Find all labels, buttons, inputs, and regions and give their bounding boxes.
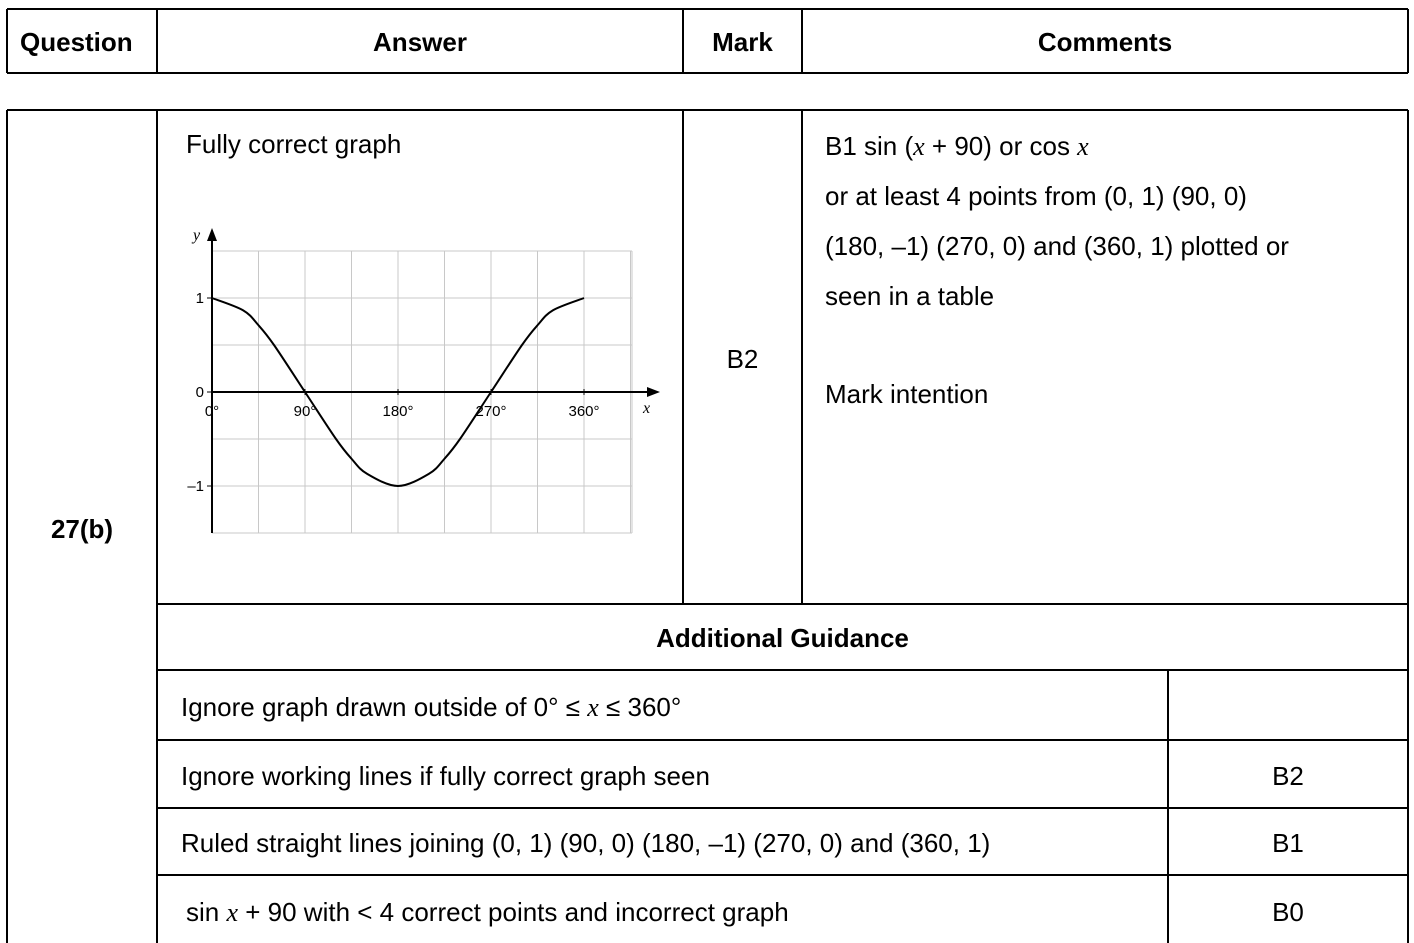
- x-tick-label: 270°: [475, 403, 506, 420]
- x-axis-label: x: [642, 400, 650, 417]
- answer-mark: B2: [726, 344, 759, 374]
- guidance-row-2-text: Ignore working lines if fully correct gr…: [181, 761, 710, 791]
- guidance-row-3-text: Ruled straight lines joining (0, 1) (90,…: [181, 828, 991, 858]
- guidance-row-2-mark: B2: [1272, 761, 1304, 791]
- guidance-row-4-mark: B0: [1272, 897, 1304, 927]
- header-answer: Answer: [373, 27, 467, 57]
- y-tick-labels: 1 0 –1: [187, 290, 212, 495]
- header-question: Question: [20, 27, 133, 57]
- x-axis-arrow: [647, 387, 660, 397]
- header-mark: Mark: [712, 27, 773, 57]
- comment-line-2: or at least 4 points from (0, 1) (90, 0): [825, 181, 1247, 211]
- y-tick-label: 0: [196, 384, 204, 401]
- header-comments: Comments: [1037, 27, 1173, 57]
- question-number: 27(b): [50, 514, 114, 544]
- comment-line-1: B1 sin (x + 90) or cos x: [825, 131, 1089, 161]
- guidance-row-1-text: Ignore graph drawn outside of 0° ≤ x ≤ 3…: [181, 692, 682, 722]
- x-tick-label: 0°: [205, 403, 219, 420]
- guidance-title: Additional Guidance: [656, 623, 909, 653]
- comment-line-3: (180, –1) (270, 0) and (360, 1) plotted …: [825, 231, 1289, 261]
- comment-line-4: seen in a table: [825, 281, 995, 311]
- comment-line-5: Mark intention: [825, 379, 989, 409]
- guidance-row-4-text: sin x + 90 with < 4 correct points and i…: [186, 897, 789, 927]
- x-tick-labels: 0° 90° 180° 270° 360°: [205, 389, 600, 420]
- chart-series-line: [211, 297, 585, 488]
- x-tick-label: 180°: [382, 403, 413, 420]
- chart-axes: [207, 228, 660, 533]
- y-tick-label: –1: [187, 478, 204, 495]
- x-tick-label: 360°: [568, 403, 599, 420]
- guidance-row-3-mark: B1: [1272, 828, 1304, 858]
- y-axis-label: y: [191, 227, 201, 244]
- y-axis-arrow: [207, 228, 217, 241]
- answer-title: Fully correct graph: [186, 129, 402, 159]
- x-tick-label: 90°: [294, 403, 317, 420]
- y-tick-label: 1: [196, 290, 204, 307]
